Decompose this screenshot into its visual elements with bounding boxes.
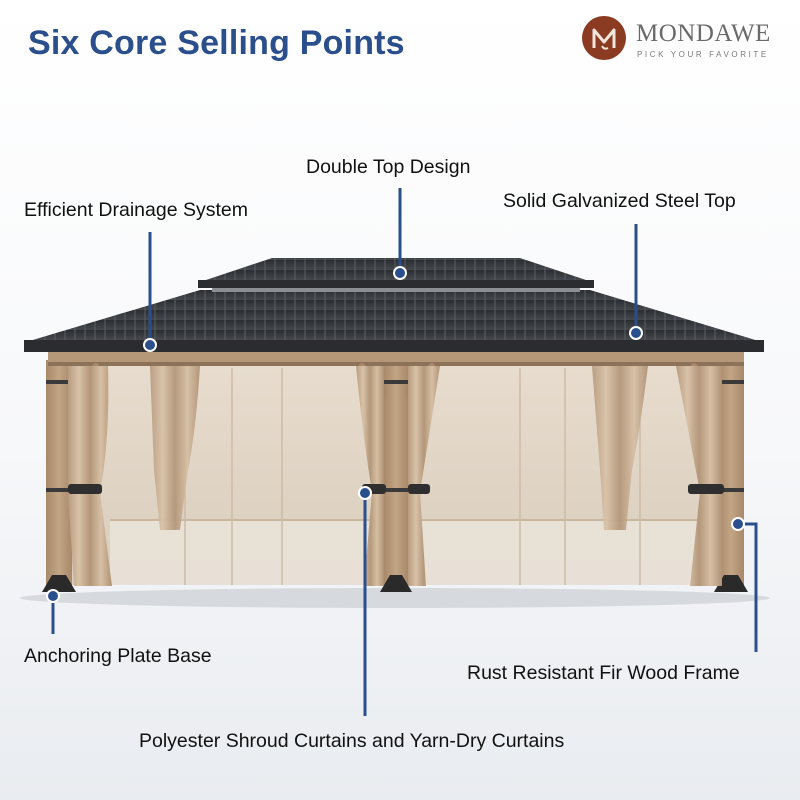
roof-lower bbox=[26, 290, 762, 342]
callout-dot-anchoring bbox=[46, 589, 60, 603]
callout-dot-drainage bbox=[143, 338, 157, 352]
curtain-left-inner bbox=[150, 366, 200, 530]
beam-shadow bbox=[48, 362, 744, 366]
roof-upper-eave bbox=[198, 280, 594, 288]
anchoring-plates bbox=[42, 575, 748, 592]
curtain-right bbox=[676, 366, 722, 586]
roof-vent-gap bbox=[212, 288, 580, 292]
roof-eave bbox=[24, 340, 764, 352]
label-double-top: Double Top Design bbox=[306, 156, 471, 178]
page-title: Six Core Selling Points bbox=[28, 24, 405, 62]
curtain-center-left bbox=[356, 366, 384, 586]
post-bands bbox=[46, 380, 744, 492]
post-right bbox=[718, 360, 744, 588]
curtain-ties bbox=[68, 484, 724, 494]
brand-logo: MONDAWE PICK YOUR FAVORITE bbox=[582, 14, 782, 62]
curtain-center-right bbox=[408, 366, 440, 586]
post-center bbox=[384, 360, 408, 588]
label-anchoring: Anchoring Plate Base bbox=[24, 645, 212, 667]
callout-line-wood-frame bbox=[740, 522, 758, 652]
post-left bbox=[46, 360, 72, 588]
callout-dot-curtains bbox=[358, 486, 372, 500]
curtains bbox=[68, 366, 722, 586]
wood-posts bbox=[46, 360, 744, 588]
callout-dot-steel-top bbox=[629, 326, 643, 340]
label-wood-frame: Rust Resistant Fir Wood Frame bbox=[467, 662, 740, 684]
label-steel-top: Solid Galvanized Steel Top bbox=[503, 190, 736, 212]
brand-monogram-icon bbox=[582, 16, 626, 60]
callout-lines bbox=[46, 188, 758, 716]
brand-tagline: PICK YOUR FAVORITE bbox=[637, 50, 769, 59]
ground-shadow bbox=[20, 588, 770, 608]
curtain-right-inner bbox=[592, 366, 648, 530]
callout-dot-double-top bbox=[393, 266, 407, 280]
brand-name: MONDAWE bbox=[636, 20, 771, 47]
label-curtains: Polyester Shroud Curtains and Yarn-Dry C… bbox=[139, 730, 565, 752]
callout-dot-wood-frame bbox=[731, 517, 745, 531]
label-drainage: Efficient Drainage System bbox=[24, 199, 248, 221]
curtain-left bbox=[68, 366, 112, 586]
